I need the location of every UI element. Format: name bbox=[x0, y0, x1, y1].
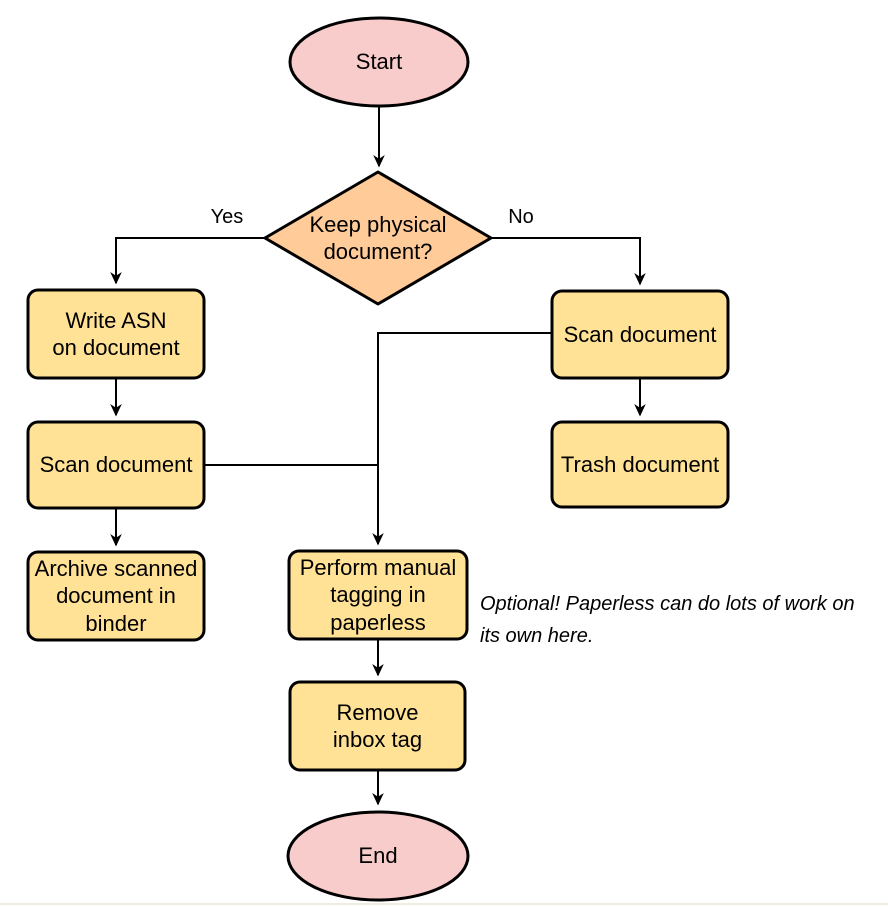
archive-label: Archive scanned document in binder bbox=[34, 555, 198, 636]
start-label: Start bbox=[355, 49, 403, 75]
end-terminator-shape bbox=[286, 810, 470, 902]
scan-right-shape bbox=[550, 289, 730, 380]
no-edge-label: No bbox=[508, 206, 534, 228]
remove-inbox-label: Remove inbox tag bbox=[332, 699, 423, 753]
yes-edge-label: Yes bbox=[210, 206, 244, 228]
edge-decision-yes-to-write-asn bbox=[110, 237, 265, 285]
start-terminator-shape bbox=[288, 16, 470, 108]
scan-left-shape bbox=[26, 420, 206, 510]
trash-label: Trash document bbox=[560, 451, 720, 477]
tagging-label: Perform manual tagging in paperless bbox=[299, 554, 457, 635]
write-asn-shape bbox=[26, 288, 206, 380]
archive-shape bbox=[26, 550, 206, 642]
edge-scan-right-to-tagging bbox=[372, 332, 552, 546]
decision-diamond-shape bbox=[263, 170, 493, 306]
bottom-hairline bbox=[0, 903, 888, 905]
tagging-shape bbox=[287, 549, 469, 641]
trash-shape bbox=[550, 420, 730, 509]
end-label: End bbox=[358, 843, 398, 869]
scan-right-label: Scan document bbox=[563, 321, 717, 347]
remove-inbox-shape bbox=[288, 680, 467, 772]
edge-decision-no-to-scan-right bbox=[491, 237, 646, 286]
optional-annotation-note: Optional! Paperless can do lots of work … bbox=[480, 593, 855, 647]
decision-label: Keep physical document? bbox=[309, 211, 447, 265]
write-asn-label: Write ASN on document bbox=[52, 307, 180, 361]
scan-left-label: Scan document bbox=[39, 452, 193, 478]
